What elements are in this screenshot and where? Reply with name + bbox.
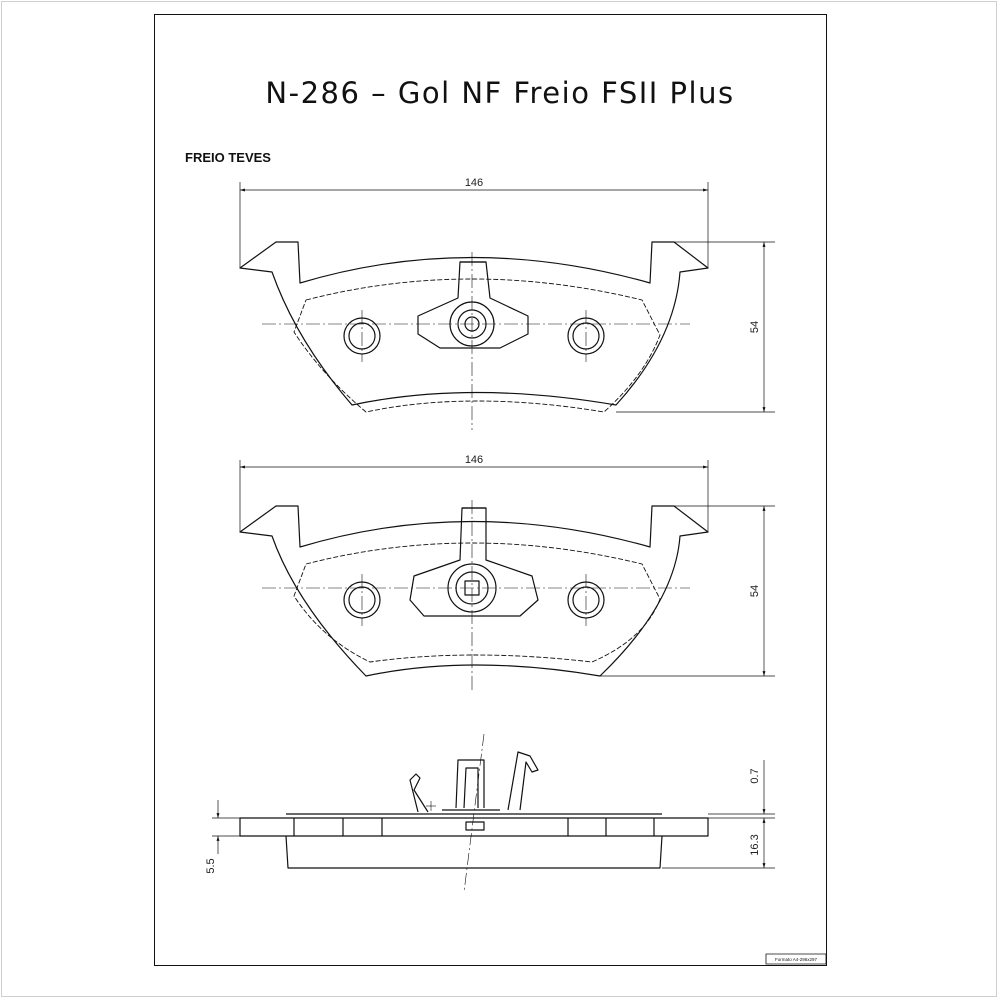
side-clip-dimension: 0.7 xyxy=(749,768,761,783)
top-pad-view xyxy=(239,241,709,430)
footer-stamp: Formato A4-296x297 xyxy=(775,957,818,962)
middle-width-dimension: 146 xyxy=(465,454,483,466)
side-plate-dimension: 5.5 xyxy=(205,858,217,873)
middle-dimension-lines xyxy=(239,460,775,677)
middle-height-dimension: 54 xyxy=(749,585,761,597)
drawing-sheet-border xyxy=(154,14,827,966)
footer-stamp-box xyxy=(765,953,827,965)
drawing-subtitle: FREIO TEVES xyxy=(185,150,271,165)
top-width-dimension: 146 xyxy=(465,177,483,189)
side-thickness-dimension: 16.3 xyxy=(749,834,761,855)
top-dimension-lines xyxy=(239,182,775,413)
side-pad-view xyxy=(239,733,709,893)
top-height-dimension: 54 xyxy=(749,321,761,333)
drawing-title: N-286 – Gol NF Freio FSII Plus xyxy=(265,76,735,110)
side-dimension-lines xyxy=(212,760,775,869)
middle-pad-view xyxy=(239,500,709,690)
